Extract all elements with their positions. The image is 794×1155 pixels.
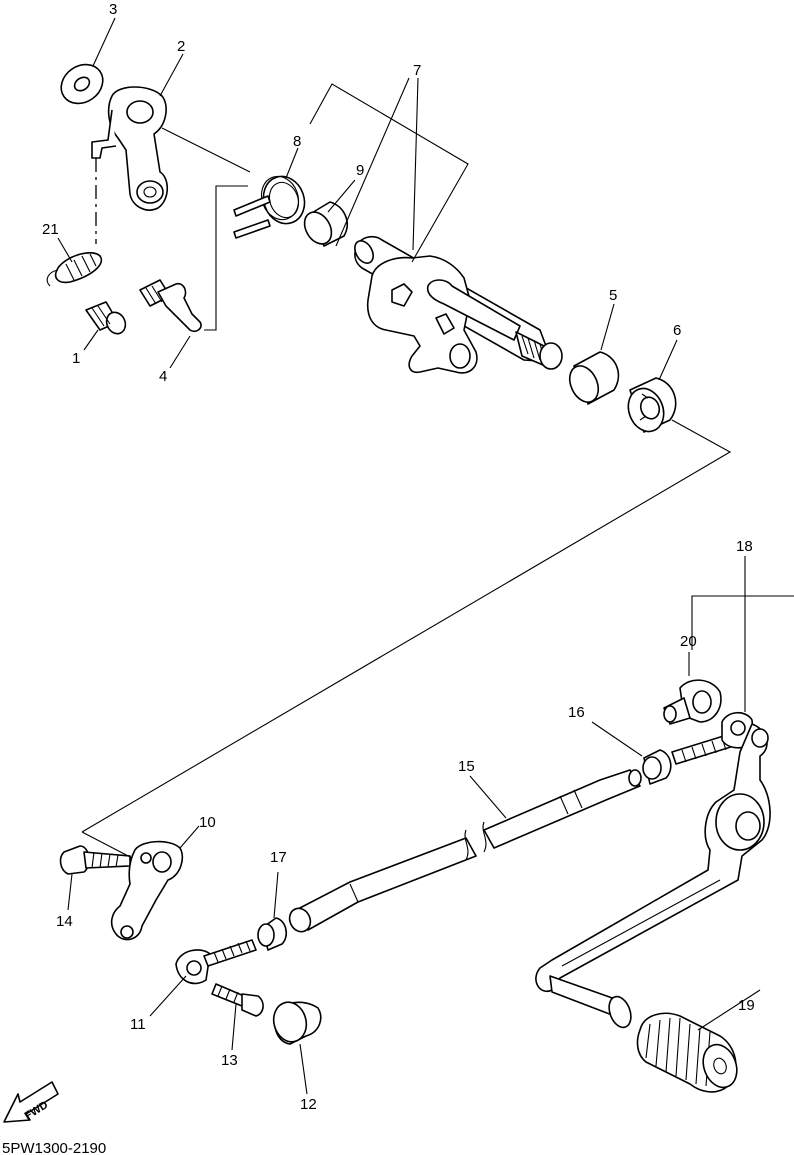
part-11-rod-end	[175, 939, 257, 985]
label-part-19: 19	[738, 997, 755, 1014]
part-13-bolt	[211, 983, 264, 1017]
label-part-2: 2	[177, 38, 185, 55]
part-4-stud-bolt	[139, 279, 202, 333]
part-12-cap	[272, 1001, 322, 1045]
part-7-shift-shaft	[354, 235, 563, 374]
label-part-12: 12	[300, 1096, 317, 1113]
group-bracket-lines-lower	[81, 556, 794, 859]
part-15-shift-rod	[288, 769, 642, 933]
part-3-washer	[60, 63, 104, 105]
label-part-4: 4	[159, 368, 167, 385]
label-part-18: 18	[736, 538, 753, 555]
part-14-bolt	[59, 845, 131, 875]
part-21-spring	[46, 252, 103, 287]
label-part-17: 17	[270, 849, 287, 866]
part-18-rod-end	[671, 711, 755, 765]
label-part-21: 21	[42, 221, 59, 238]
part-2-shift-lever-arm	[91, 86, 169, 211]
part-9-collar	[303, 201, 348, 247]
drawing-code: 5PW1300-2190	[2, 1140, 106, 1155]
label-part-8: 8	[293, 133, 301, 150]
part-17-lock-nut	[257, 917, 288, 951]
group-bracket-lines-upper	[81, 83, 732, 833]
part-16-lock-nut	[642, 749, 672, 785]
part-labels: 1 2 3 4 5 6 7 8 9 10 11 12 13 14 15 16 1…	[42, 1, 755, 1113]
label-part-7: 7	[413, 62, 421, 79]
label-part-20: 20	[680, 633, 697, 650]
part-8-torsion-spring	[233, 175, 306, 239]
part-1-pin	[85, 301, 127, 335]
leader-lines	[57, 17, 761, 1095]
label-part-6: 6	[673, 322, 681, 339]
label-part-11: 11	[130, 1016, 146, 1033]
part-19-shift-pedal	[535, 723, 771, 1093]
label-part-13: 13	[221, 1052, 238, 1069]
part-5-collar	[568, 351, 620, 405]
part-10-shift-arm	[110, 840, 184, 941]
label-part-15: 15	[458, 758, 475, 775]
part-20-cap	[663, 679, 722, 725]
label-part-9: 9	[356, 162, 364, 179]
label-part-3: 3	[109, 1, 117, 18]
label-part-16: 16	[568, 704, 585, 721]
label-part-1: 1	[72, 350, 80, 367]
label-part-10: 10	[199, 814, 216, 831]
forward-direction-arrow-icon: FWD	[3, 1081, 59, 1123]
label-part-5: 5	[609, 287, 617, 304]
label-part-14: 14	[56, 913, 73, 930]
part-6-oil-seal	[627, 377, 677, 433]
